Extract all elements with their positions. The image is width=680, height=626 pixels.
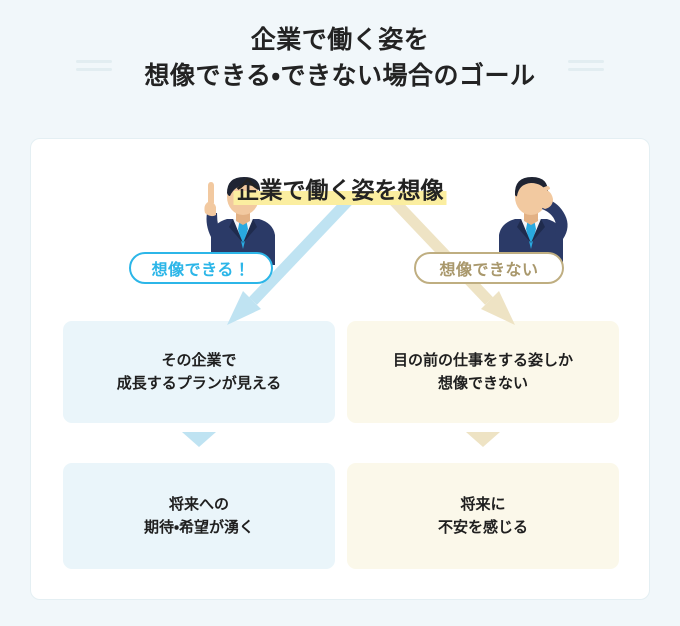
pill-label: 想像できる！ xyxy=(151,262,251,279)
outcome-line: 想像できない xyxy=(437,375,528,392)
decoration-line xyxy=(568,68,604,71)
diagram-card: 企業で働く姿を想像 xyxy=(30,138,650,600)
outcome-box-right-1: 目の前の仕事をする姿しか 想像できない xyxy=(347,321,619,423)
outcome-line: 期待・希望が湧く xyxy=(143,519,255,536)
pill-label: 想像できない xyxy=(439,262,539,279)
decoration-line xyxy=(568,60,604,63)
businessman-head-scratching-illustration xyxy=(499,177,568,265)
down-arrow-left-icon xyxy=(182,432,216,447)
decoration-line xyxy=(76,68,112,71)
page-title: 企業で働く姿を 想像できる・できない場合のゴール xyxy=(0,22,680,95)
outcome-box-left-2: 将来への 期待・希望が湧く xyxy=(63,463,335,569)
outcome-box-left-1: その企業で 成長するプランが見える xyxy=(63,321,335,423)
page-title-line-1: 企業で働く姿を xyxy=(250,26,430,54)
title-decoration-left xyxy=(76,60,112,76)
diagram-heading: 企業で働く姿を想像 xyxy=(233,171,447,205)
outcome-line: 不安を感じる xyxy=(437,519,528,536)
connector-arrow-right xyxy=(390,197,515,325)
page-title-line-2: 想像できる・できない場合のゴール xyxy=(144,62,536,91)
down-arrow-right-icon xyxy=(466,432,500,447)
outcome-line: その企業で xyxy=(161,351,237,369)
decoration-line xyxy=(76,60,112,63)
outcome-box-right-2: 将来に 不安を感じる xyxy=(347,463,619,569)
outcome-line: 成長するプランが見える xyxy=(116,375,282,392)
branch-pill-can-imagine: 想像できる！ xyxy=(129,252,273,284)
title-decoration-right xyxy=(568,60,604,76)
outcome-line: 目の前の仕事をする姿しか xyxy=(392,351,573,369)
branch-pill-cannot-imagine: 想像できない xyxy=(414,252,564,284)
connector-arrow-left xyxy=(227,197,352,325)
outcome-line: 将来に xyxy=(460,495,506,513)
outcome-line: 将来への xyxy=(168,495,229,513)
